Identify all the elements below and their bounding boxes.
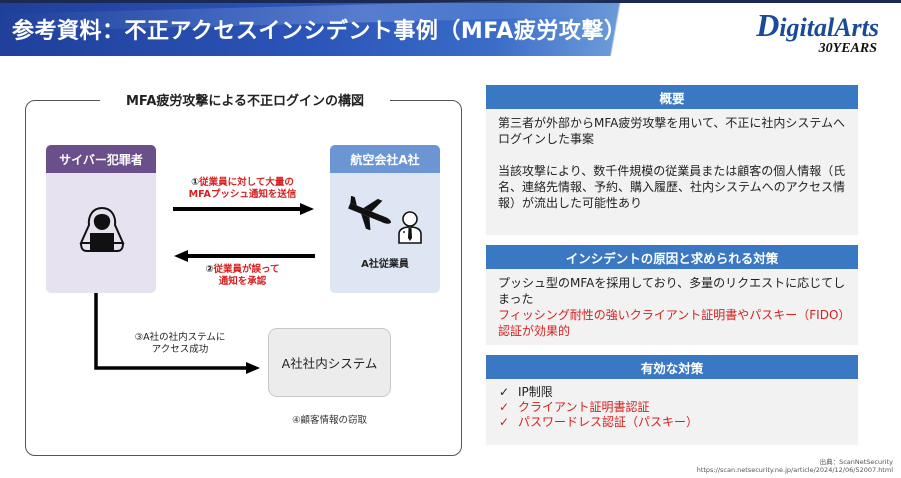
measure-label: パスワードレス認証（パスキー） [518, 415, 699, 429]
overview-panel: 概要 第三者が外部からMFA疲労攻撃を用いて、不正に社内システムへログインした事… [486, 85, 858, 235]
step2-label: ②従業員が誤って 通知を承認 [170, 264, 315, 288]
hooded-hacker-icon [73, 205, 131, 255]
attacker-card: サイバー犯罪者 [46, 145, 156, 293]
cause-highlight: フィッシング耐性の強いクライアント証明書やパスキー（FIDO）認証が効果的 [498, 308, 845, 338]
measures-panel: 有効な対策 ✓ IP制限 ✓ クライアント証明書認証 ✓ パスワードレス認証（パ… [486, 355, 858, 445]
cause-panel: インシデントの原因と求められる対策 プッシュ型のMFAを採用しており、多量のリク… [486, 245, 858, 345]
measure-item: ✓ IP制限 [498, 385, 846, 400]
step1-text-line1: 従業員に対して大量の [199, 177, 294, 188]
digitalarts-logo: DigitalArts 30YEARS [756, 9, 879, 57]
check-icon: ✓ [498, 415, 510, 429]
slide-title: 参考資料：不正アクセスインシデント事例（MFA疲労攻撃） [12, 19, 627, 44]
measures-title: 有効な対策 [486, 355, 858, 379]
cause-title: インシデントの原因と求められる対策 [486, 245, 858, 269]
slide-header: 参考資料：不正アクセスインシデント事例（MFA疲労攻撃） [0, 0, 901, 56]
citation-source: 出典：ScanNetSecurity [819, 458, 893, 466]
step2-text-line2: 通知を承認 [218, 276, 267, 287]
citation: 出典：ScanNetSecurity https://scan.netsecur… [697, 458, 893, 474]
overview-paragraph: 当該攻撃により、数千件規模の従業員または顧客の個人情報（氏名、連絡先情報、予約、… [498, 164, 846, 210]
logo-text: igitalArts [779, 13, 879, 42]
step1-text-line2: MFAプッシュ通知を送信 [188, 189, 297, 200]
step2-text-line1: 従業員が誤って [213, 264, 280, 275]
step4-label: ④顧客情報の窃取 [291, 415, 368, 426]
measure-item: ✓ クライアント証明書認証 [498, 400, 846, 415]
logo-initial: D [756, 7, 780, 43]
airplane-icon [346, 195, 394, 231]
employee-icon [396, 210, 424, 244]
airline-label: 航空会社A社 [330, 145, 440, 173]
diagram-title: MFA疲労攻撃による不正ログインの構図 [100, 90, 390, 110]
check-icon: ✓ [498, 400, 510, 414]
employee-label: A社従業員 [361, 259, 409, 270]
step2-number: ② [205, 264, 214, 275]
overview-title: 概要 [486, 85, 858, 109]
step3-line1: ③A社の社内ステムに [134, 332, 226, 343]
step1-number: ① [191, 177, 200, 188]
step3-line2: アクセス成功 [151, 344, 209, 355]
citation-url: https://scan.netsecurity.ne.jp/article/2… [696, 466, 893, 474]
attacker-label: サイバー犯罪者 [46, 145, 156, 173]
measure-label: IP制限 [518, 385, 553, 399]
logo-subtitle: 30YEARS [818, 41, 877, 56]
measure-item: ✓ パスワードレス認証（パスキー） [498, 415, 846, 430]
overview-paragraph: 第三者が外部からMFA疲労攻撃を用いて、不正に社内システムへログインした事案 [498, 116, 846, 146]
internal-system-box: A社社内システム [268, 328, 391, 397]
cause-text: プッシュ型のMFAを採用しており、多量のリクエストに応じてしまった [498, 276, 846, 306]
step1-label: ①従業員に対して大量の MFAプッシュ通知を送信 [170, 177, 315, 201]
measure-label: クライアント証明書認証 [518, 400, 650, 414]
step3-label: ③A社の社内ステムに アクセス成功 [110, 332, 250, 356]
check-icon: ✓ [498, 385, 510, 399]
